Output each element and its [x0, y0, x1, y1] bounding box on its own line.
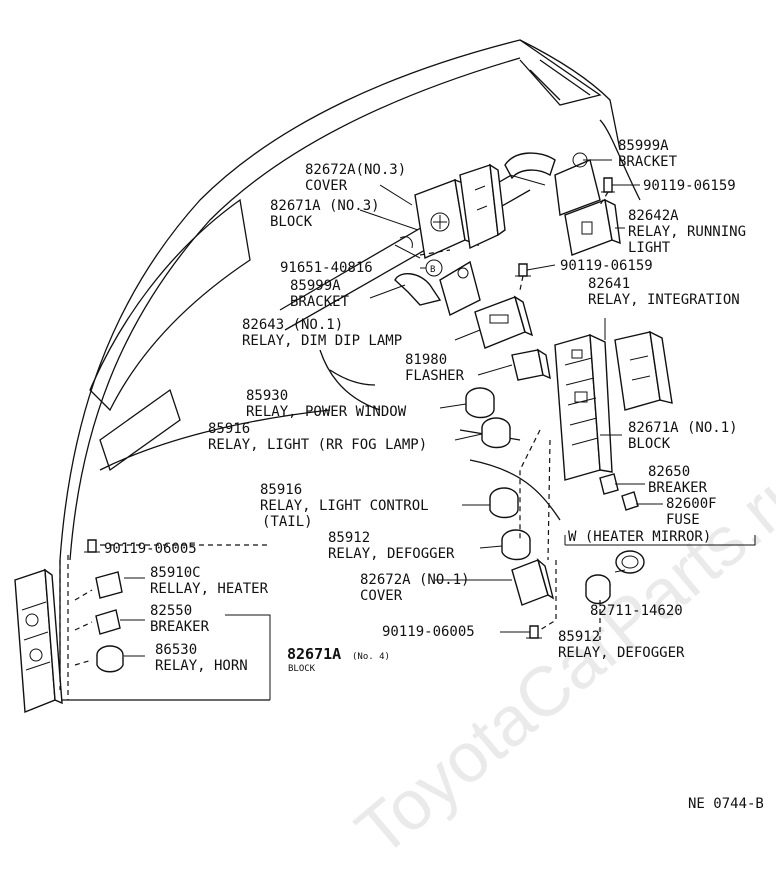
- label-cover3-num: 82672A(NO.3): [305, 162, 406, 178]
- clip-b-mark: B: [430, 265, 435, 275]
- cover-no3: [459, 163, 506, 250]
- cover-no1: [511, 557, 555, 606]
- dashboard-outline: [59, 39, 641, 701]
- label-relay-lc-name2: (TAIL): [262, 514, 313, 530]
- label-cover1-name: COVER: [360, 588, 403, 604]
- label-bolt-l: 90119-06005: [104, 541, 197, 557]
- socket: [615, 550, 645, 574]
- relay-rr-fog: [481, 417, 511, 449]
- label-breaker-r-name: BREAKER: [648, 480, 708, 496]
- relay-integration: [614, 330, 673, 411]
- label-block1-num: 82671A (NO.1): [628, 420, 738, 436]
- label-bolt-mid: 90119-06159: [560, 258, 653, 274]
- label-flasher-name: FLASHER: [405, 368, 465, 384]
- label-bolt-tr: 90119-06159: [643, 178, 736, 194]
- label-relay-integ-name: RELAY, INTEGRATION: [588, 292, 740, 308]
- label-relay-fog-num: 85916: [208, 421, 250, 437]
- relay-power-window: [465, 387, 495, 419]
- label-relay-fog-name: RELAY, LIGHT (RR FOG LAMP): [208, 437, 427, 453]
- label-relay-running-name1: RELAY, RUNNING: [628, 224, 746, 240]
- relay-heater: [95, 571, 123, 599]
- label-block1-name: BLOCK: [628, 436, 671, 452]
- label-block4-no: (No. 4): [352, 652, 390, 662]
- bracket-mid: [394, 260, 481, 317]
- diagram-code: NE 0744-B: [688, 796, 764, 812]
- relay-dim-dip: [474, 295, 534, 349]
- label-bracket-tr-name: BRACKET: [618, 154, 678, 170]
- label-block4-num: 82671A: [287, 645, 341, 663]
- label-relay-pw-name: RELAY, POWER WINDOW: [246, 404, 407, 420]
- label-block4-name: BLOCK: [288, 664, 316, 674]
- label-relay-def-name: RELAY, DEFOGGER: [328, 546, 455, 562]
- block-no4: [14, 568, 63, 714]
- label-socket: 82711-14620: [590, 603, 683, 619]
- label-relay-lc-num: 85916: [260, 482, 302, 498]
- label-relay-running-name2: LIGHT: [628, 240, 671, 256]
- label-cover3-name: COVER: [305, 178, 348, 194]
- label-relay-heat-name: RELLAY, HEATER: [150, 581, 269, 597]
- relay-defogger-2: [585, 574, 611, 605]
- label-bracket-mid-num: 85999A: [290, 278, 341, 294]
- relay-light-control: [489, 487, 519, 519]
- breaker-left: [95, 609, 121, 635]
- dashed-lines: [59, 191, 609, 700]
- junction-block-no1: [554, 333, 613, 481]
- label-breaker-l-num: 82550: [150, 603, 192, 619]
- label-fuse-num: 82600F: [666, 496, 717, 512]
- label-relay-def2-name: RELAY, DEFOGGER: [558, 645, 685, 661]
- label-clip: 91651-40816: [280, 260, 373, 276]
- label-bracket-mid-name: BRACKET: [290, 294, 350, 310]
- label-breaker-r-num: 82650: [648, 464, 690, 480]
- leader-lines: [120, 159, 756, 700]
- label-heater-mirror: W (HEATER MIRROR): [568, 529, 711, 545]
- label-horn-name: RELAY, HORN: [155, 658, 248, 674]
- fuse: [621, 491, 639, 511]
- label-flasher-num: 81980: [405, 352, 447, 368]
- labels: 82672A(NO.3) COVER 82671A (NO.3) BLOCK 8…: [104, 138, 764, 812]
- label-relay-def-num: 85912: [328, 530, 370, 546]
- bracket-right: [554, 152, 601, 216]
- bolt-left: [84, 539, 100, 553]
- breaker-right: [599, 473, 619, 495]
- label-bolt-b: 90119-06005: [382, 624, 475, 640]
- label-relay-running-num: 82642A: [628, 208, 679, 224]
- label-breaker-l-name: BREAKER: [150, 619, 210, 635]
- label-relay-def2-num: 85912: [558, 629, 600, 645]
- label-cover1-num: 82672A (NO.1): [360, 572, 470, 588]
- label-block3-num: 82671A (NO.3): [270, 198, 380, 214]
- label-relay-integ-num: 82641: [588, 276, 630, 292]
- bolt-bottom: [526, 625, 542, 639]
- label-relay-lc-name1: RELAY, LIGHT CONTROL: [260, 498, 429, 514]
- label-relay-heat-num: 85910C: [150, 565, 201, 581]
- relay-running-light: [564, 198, 621, 256]
- label-relay-pw-num: 85930: [246, 388, 288, 404]
- relay-horn: [96, 645, 124, 673]
- label-horn-num: 86530: [155, 642, 197, 658]
- bracket-top: [504, 152, 556, 186]
- label-block3-name: BLOCK: [270, 214, 313, 230]
- label-relay-dim-name: RELAY, DIM DIP LAMP: [242, 333, 402, 349]
- relay-defogger: [501, 529, 531, 561]
- label-relay-dim-num: 82643 (NO.1): [242, 317, 343, 333]
- label-fuse-name: FUSE: [666, 512, 700, 528]
- label-bracket-tr-num: 85999A: [618, 138, 669, 154]
- flasher: [511, 348, 551, 381]
